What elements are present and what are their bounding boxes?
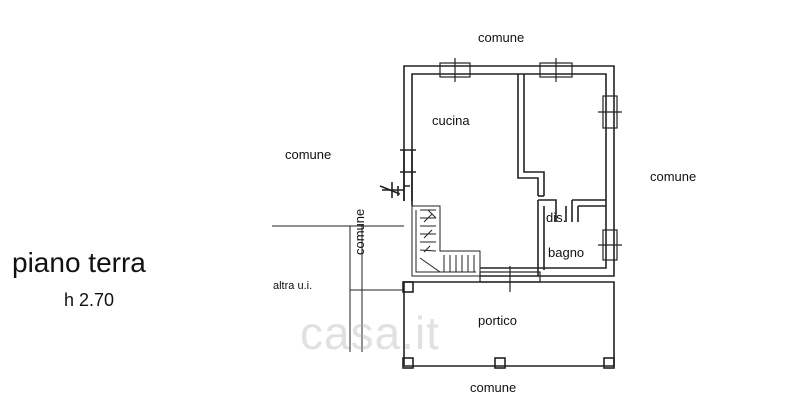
entry-area [379, 149, 416, 206]
label-comune-left: comune [285, 147, 332, 162]
boundary-lines [272, 225, 404, 352]
room-label-cucina: cucina [432, 113, 470, 128]
room-label-portico: portico [478, 313, 518, 328]
label-altra-ui: altra u.i. [273, 280, 313, 292]
room-label-bagno: bagno [548, 245, 585, 260]
interior-walls [517, 74, 606, 276]
windows [439, 58, 622, 292]
label-comune-right: comune [650, 169, 697, 184]
room-label-dis: dis. [546, 210, 567, 225]
watermark-logo: casa.it [300, 307, 440, 359]
label-comune-vertical: comune [352, 208, 367, 255]
plan-height: h 2.70 [64, 290, 115, 310]
outer-walls [403, 65, 615, 277]
portico [402, 281, 615, 369]
plan-title: piano terra [12, 247, 146, 278]
staircase [411, 205, 481, 277]
label-comune-bottom: comune [470, 380, 517, 395]
label-comune-top: comune [478, 30, 525, 45]
